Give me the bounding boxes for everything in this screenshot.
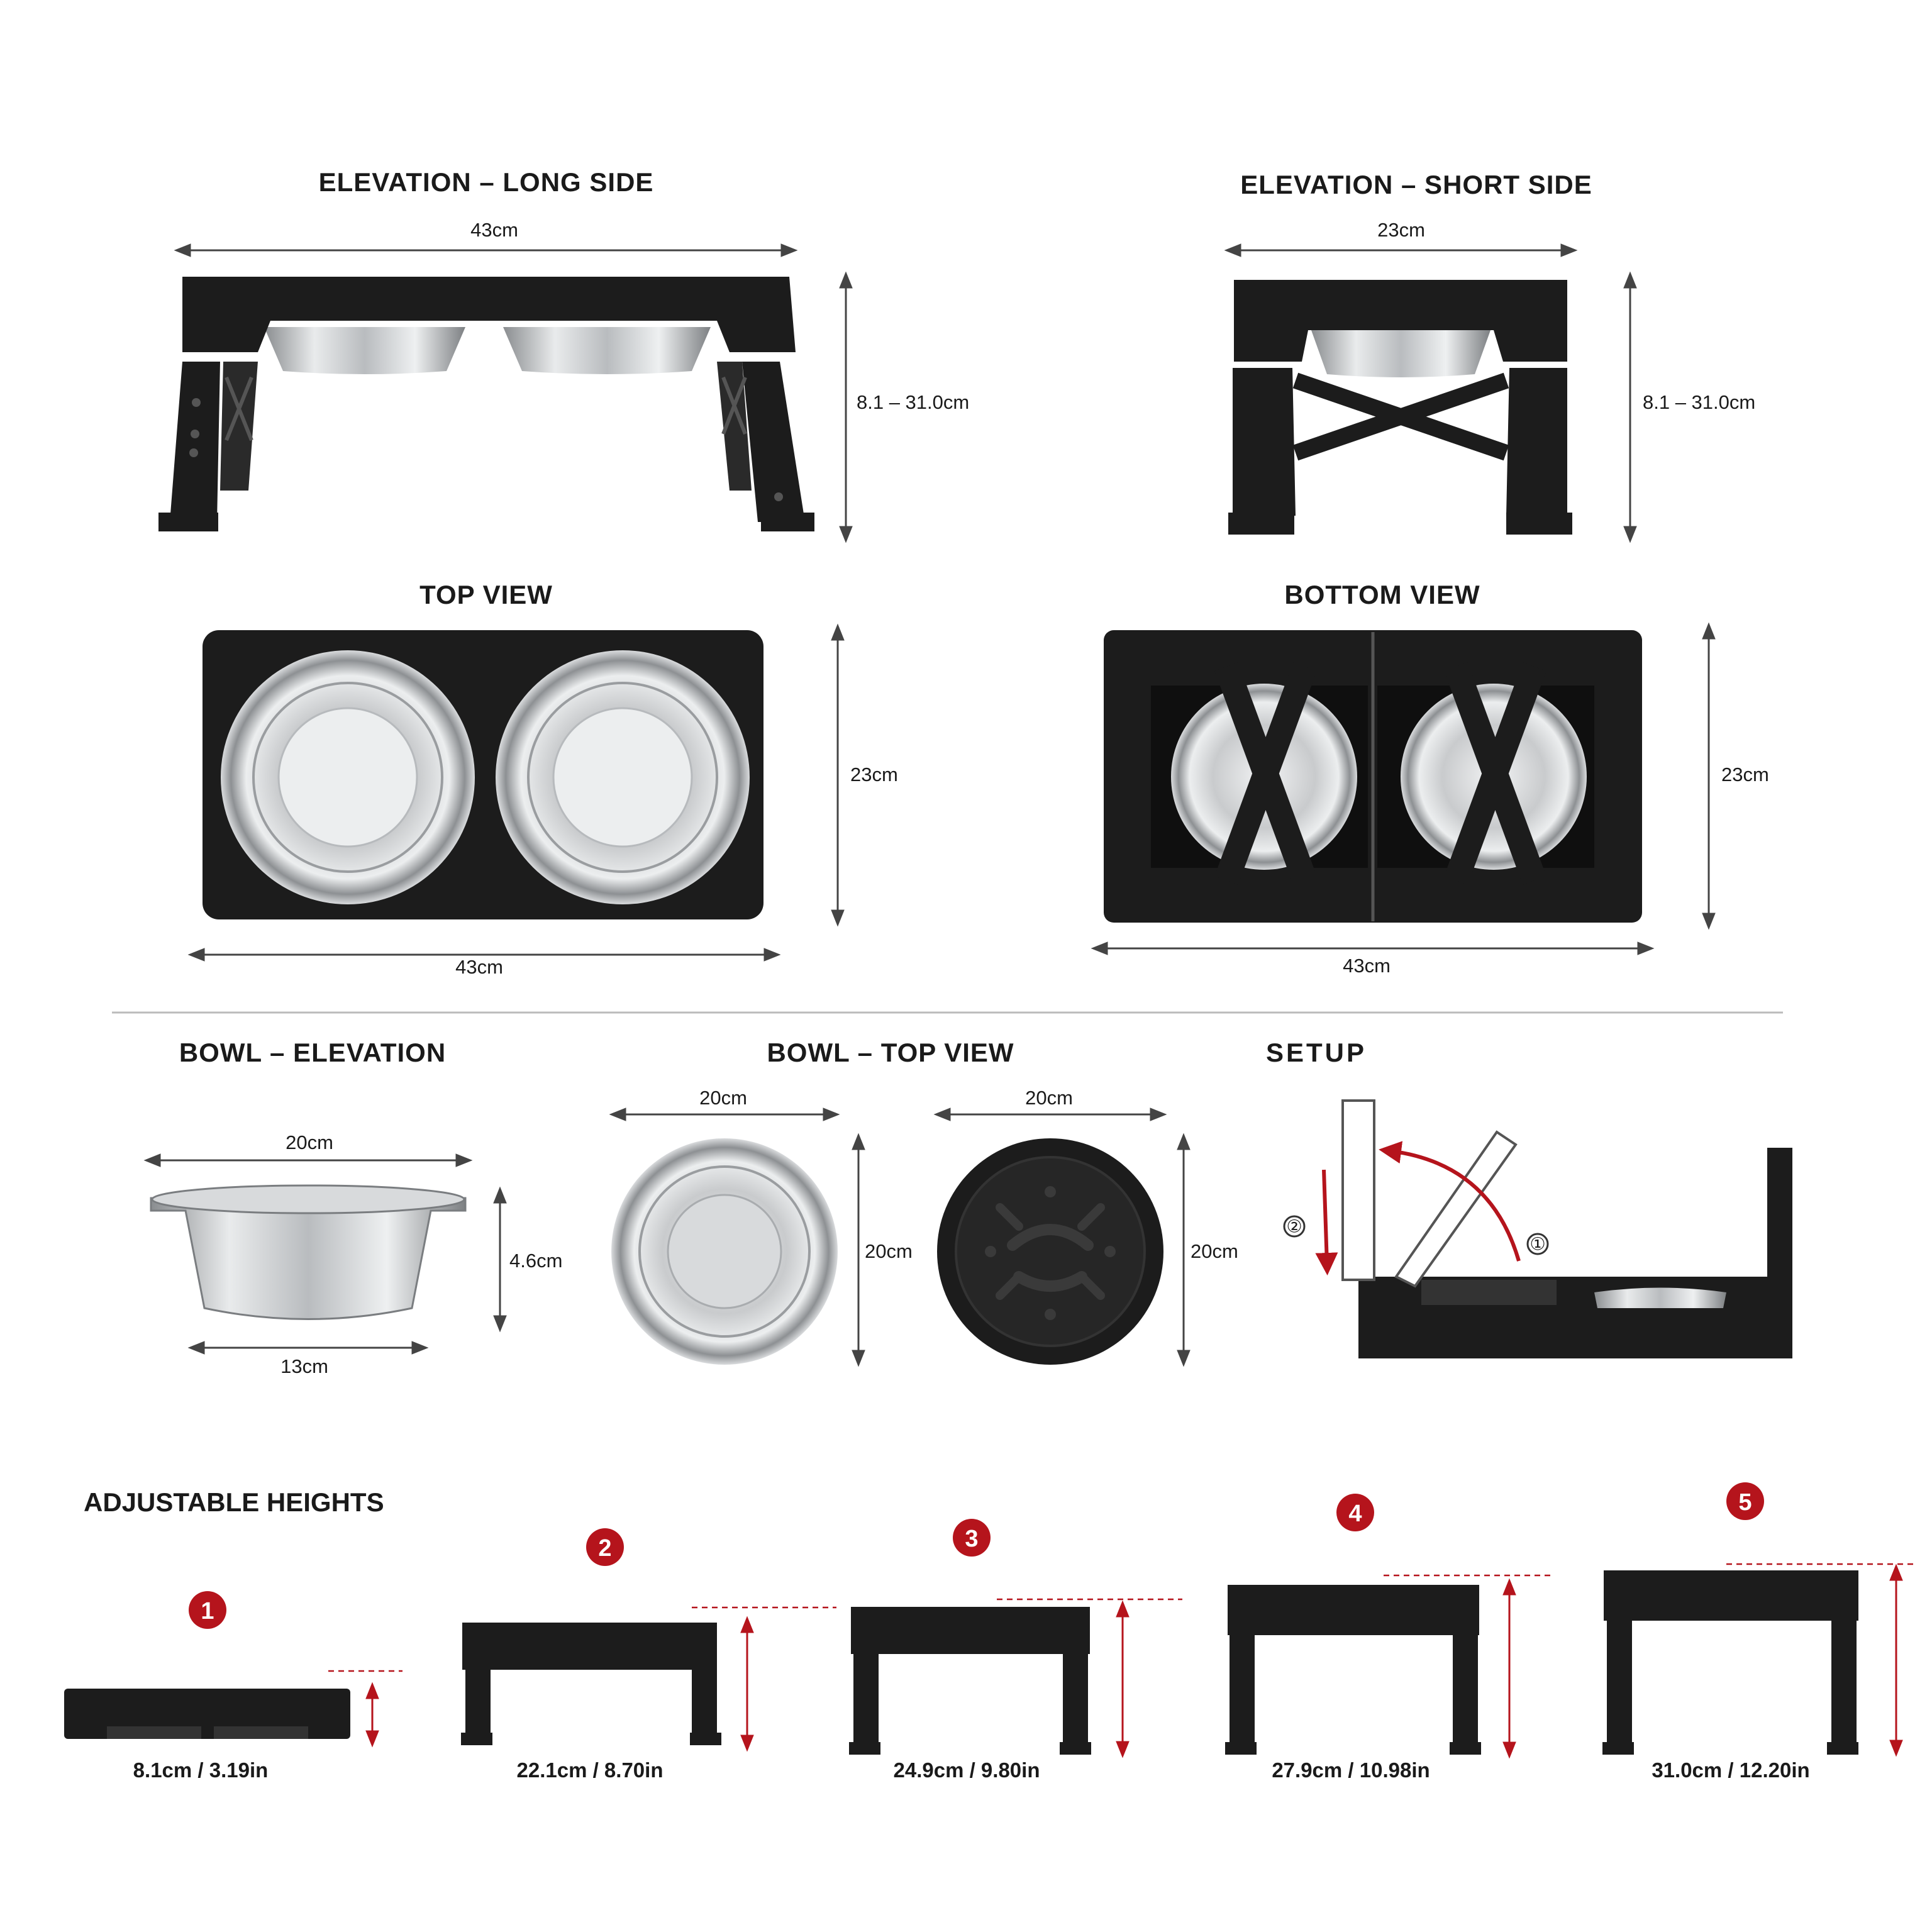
steel-bowl-side	[150, 1197, 467, 1320]
height-label-5: 31.0cm / 12.20in	[1652, 1758, 1810, 1782]
bowl-height-label: 4.6cm	[509, 1250, 563, 1272]
long-side-width-label: 43cm	[470, 219, 518, 241]
top-view	[187, 623, 845, 962]
steel-bowl	[1311, 330, 1491, 377]
adjustable-heights-title: ADJUSTABLE HEIGHTS	[84, 1487, 384, 1517]
setup-step-1-label: ①	[1530, 1234, 1546, 1254]
stand-top-frame	[1234, 280, 1567, 362]
stand-leg	[742, 362, 805, 522]
short-side-elevation	[1224, 243, 1637, 543]
stand-leg	[1233, 368, 1296, 516]
rotating-leg	[1394, 1130, 1518, 1288]
bowl-elevation	[143, 1153, 507, 1355]
slow-bowl-width-label: 20cm	[1025, 1087, 1073, 1109]
stand-leg	[1506, 368, 1567, 516]
long-side-height-label: 8.1 – 31.0cm	[857, 391, 970, 413]
steel-bowl-width-label: 20cm	[699, 1087, 747, 1109]
short-side-width-label: 23cm	[1377, 219, 1425, 241]
svg-text:2: 2	[598, 1535, 611, 1562]
slow-bowl-height-label: 20cm	[1191, 1240, 1238, 1262]
stand-level-5	[1602, 1570, 1858, 1755]
long-side-title: ELEVATION – LONG SIDE	[318, 167, 654, 197]
stand-level-3	[849, 1607, 1091, 1755]
stand-level-2	[461, 1623, 721, 1745]
bowl-top-width-label: 20cm	[286, 1131, 333, 1153]
height-label-1: 8.1cm / 3.19in	[133, 1758, 269, 1782]
steel-bowl-top	[496, 650, 750, 904]
steel-bowl	[503, 327, 711, 374]
height-label-4: 27.9cm / 10.98in	[1272, 1758, 1430, 1782]
setup-step-2-label: ②	[1286, 1216, 1302, 1236]
top-view-width-label: 43cm	[455, 956, 503, 978]
level-badge-4: 4	[1336, 1494, 1374, 1531]
steel-bowl-top	[221, 650, 475, 904]
level-badge-5: 5	[1726, 1482, 1764, 1520]
push-down-arrow	[1315, 1169, 1338, 1275]
adjustable-heights-row: 1 2 3 4 5	[64, 1482, 1915, 1759]
bottom-view-height-label: 23cm	[1721, 763, 1769, 786]
short-side-title: ELEVATION – SHORT SIDE	[1240, 170, 1592, 199]
level-badge-1: 1	[189, 1591, 226, 1629]
bottom-view-width-label: 43cm	[1343, 955, 1391, 977]
height-label-3: 24.9cm / 9.80in	[893, 1758, 1040, 1782]
folded-leg	[1341, 1099, 1375, 1281]
bowl-base-width-label: 13cm	[280, 1355, 328, 1377]
top-view-title: TOP VIEW	[419, 580, 553, 609]
svg-text:3: 3	[965, 1526, 978, 1552]
bowl-top-view-title: BOWL – TOP VIEW	[767, 1038, 1014, 1067]
rotate-arrow	[1379, 1141, 1521, 1262]
stand-leg	[170, 362, 220, 522]
slow-feeder-bowl	[937, 1138, 1163, 1365]
bowl-elevation-title: BOWL – ELEVATION	[179, 1038, 447, 1067]
steel-bowl-height-label: 20cm	[865, 1240, 913, 1262]
svg-text:4: 4	[1348, 1501, 1362, 1527]
steel-bowl	[264, 327, 465, 374]
svg-text:5: 5	[1738, 1489, 1752, 1516]
bowl-top-view	[609, 1108, 1191, 1367]
stand-level-4	[1225, 1585, 1481, 1755]
short-side-height-label: 8.1 – 31.0cm	[1643, 391, 1756, 413]
long-side-elevation	[158, 243, 853, 543]
bottom-view-title: BOTTOM VIEW	[1284, 580, 1480, 609]
level-badge-2: 2	[586, 1528, 624, 1566]
level-badge-3: 3	[953, 1519, 991, 1557]
stand-top-frame	[182, 277, 796, 352]
steel-bowl-top	[611, 1138, 838, 1365]
top-view-height-label: 23cm	[850, 763, 898, 786]
height-label-2: 22.1cm / 8.70in	[516, 1758, 663, 1782]
setup-diagram	[1283, 1099, 1792, 1358]
bottom-view	[1091, 622, 1716, 955]
svg-text:1: 1	[201, 1598, 214, 1624]
setup-title: SETUP	[1266, 1038, 1367, 1067]
